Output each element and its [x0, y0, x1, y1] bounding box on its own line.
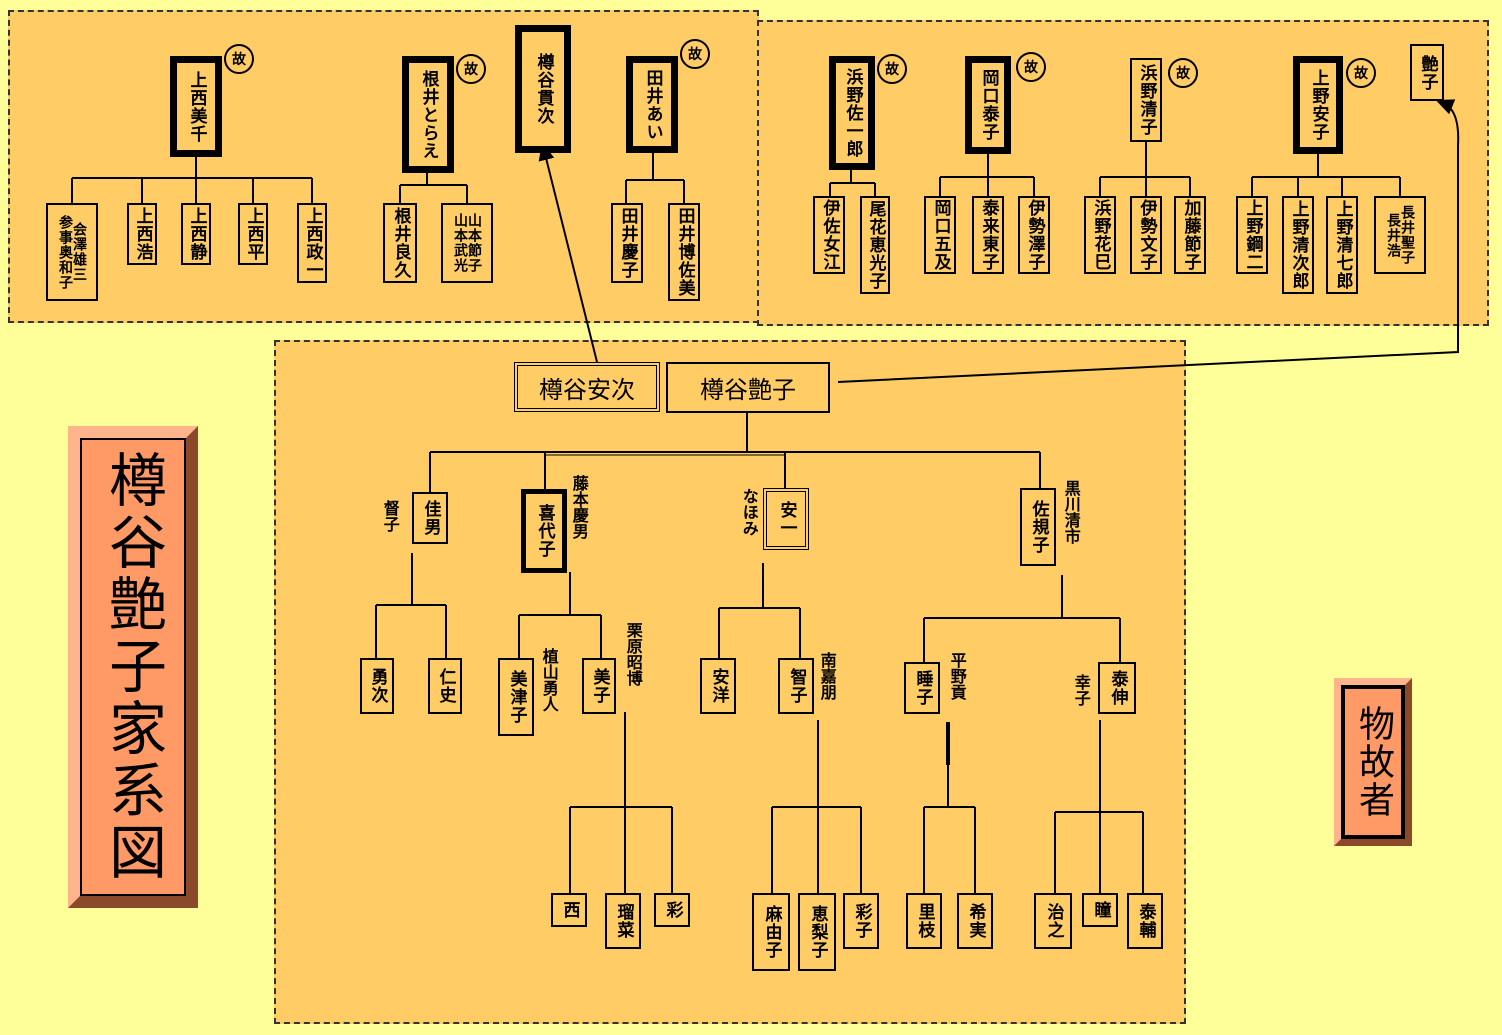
person-box: 美津子	[498, 658, 534, 736]
person-box: 里枝	[906, 893, 942, 949]
person-box: 泰輔	[1127, 893, 1163, 949]
person-box: 上西静	[181, 203, 211, 265]
person-box: 樽谷貫次	[515, 25, 571, 153]
person-box: 安一	[763, 488, 809, 550]
person-box: 安洋	[700, 658, 736, 714]
person-box: 上野安子	[1293, 56, 1343, 154]
person-box: 佳男	[412, 492, 448, 544]
spouse-label: 督子	[380, 500, 400, 532]
person-box-wife: 樽谷艶子	[666, 362, 830, 413]
person-box: 喜代子	[521, 489, 567, 573]
deceased-mark: 故	[1346, 58, 1376, 88]
person-box-husband: 樽谷安次	[514, 362, 660, 412]
person-box: 麻由子	[752, 893, 790, 971]
person-box: 浜野清子	[1130, 58, 1162, 142]
person-box: 参事奥和子会澤雄三	[46, 203, 98, 301]
person-box: 恵梨子	[798, 893, 836, 971]
person-box: 睡子	[904, 662, 940, 714]
spouse-label: 幸子	[1071, 674, 1091, 706]
deceased-mark: 故	[680, 39, 710, 69]
person-box: 泰来東子	[972, 196, 1004, 274]
person-box: 尾花恵光子	[860, 196, 890, 294]
person-box: 瞳	[1082, 893, 1118, 927]
person-box: 岡口泰子	[965, 56, 1011, 154]
legend-label: 物故者	[1353, 705, 1394, 819]
spouse-label: 黒川清市	[1061, 480, 1081, 544]
person-box: 治之	[1034, 893, 1072, 949]
person-box: 彩子	[843, 893, 879, 949]
deceased-mark: 故	[1016, 52, 1046, 82]
legend-plaque: 物故者	[1334, 678, 1412, 846]
page-title: 樽谷艶子家系図	[99, 450, 167, 884]
person-box: 佐規子	[1020, 488, 1056, 566]
title-plaque: 樽谷艶子家系図	[68, 426, 198, 908]
person-box: 智子	[778, 658, 814, 714]
person-box: 瑠菜	[605, 893, 641, 949]
person-box: 上西平	[238, 203, 268, 265]
person-box: 伊勢澤子	[1018, 196, 1050, 274]
person-box: 勇次	[360, 658, 394, 714]
person-box: 上野清次郎	[1282, 196, 1314, 294]
person-box: 艶子	[1410, 44, 1444, 101]
person-box: 上野鋼二	[1236, 196, 1268, 274]
person-box: 彩	[654, 893, 690, 927]
person-box: 上西美千	[170, 56, 222, 157]
person-box: 根井良久	[383, 203, 417, 283]
person-box: 田井慶子	[611, 203, 643, 283]
spouse-label: 南嘉朋	[817, 652, 837, 700]
person-box: 加藤節子	[1174, 196, 1206, 274]
person-box: 長井浩長井聖子	[1374, 196, 1426, 274]
person-box: 西	[551, 893, 587, 927]
person-box: 伊勢文子	[1130, 196, 1162, 274]
person-box: 浜野佐一郎	[829, 56, 875, 170]
person-box: 浜野花巳	[1084, 196, 1116, 274]
spouse-label: なほみ	[739, 488, 759, 536]
person-box: 山本武光山本節子	[441, 203, 493, 283]
person-box: 仁史	[428, 658, 462, 714]
person-box: 田井博佐美	[668, 203, 700, 301]
person-box: 泰伸	[1098, 662, 1136, 714]
person-box: 岡口五及	[924, 196, 956, 274]
person-box: 美子	[582, 658, 616, 714]
person-box: 田井あい	[626, 56, 678, 153]
deceased-mark: 故	[1168, 58, 1198, 88]
person-box: 伊佐女江	[813, 196, 845, 274]
person-box: 上西浩	[127, 203, 157, 265]
person-box: 希実	[957, 893, 993, 949]
spouse-label: 平野貢	[947, 652, 967, 700]
person-box: 上野清七郎	[1326, 196, 1358, 294]
deceased-mark: 故	[456, 54, 486, 84]
spouse-label: 栗原昭博	[623, 622, 643, 686]
person-box: 上西政一	[297, 203, 327, 283]
person-box: 根井とらえ	[402, 56, 454, 173]
deceased-mark: 故	[224, 44, 254, 74]
spouse-label: 藤本慶男	[569, 475, 589, 539]
spouse-label: 植山勇人	[539, 648, 559, 712]
deceased-mark: 故	[877, 54, 907, 84]
